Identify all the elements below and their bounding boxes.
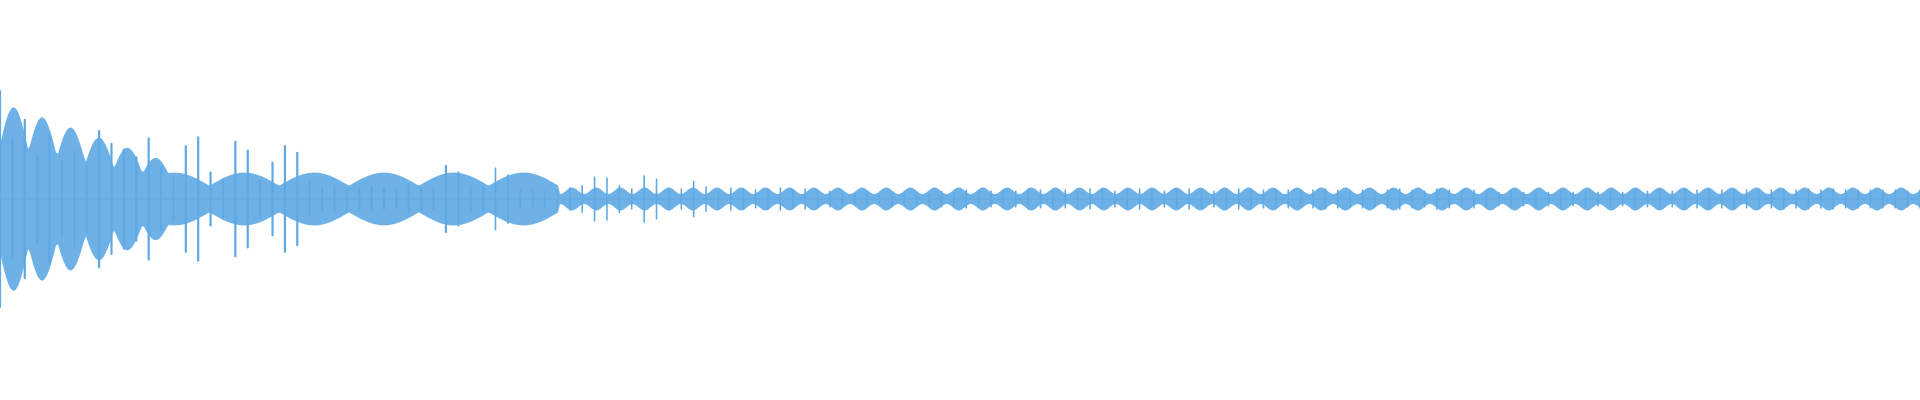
waveform-series <box>0 90 1920 308</box>
